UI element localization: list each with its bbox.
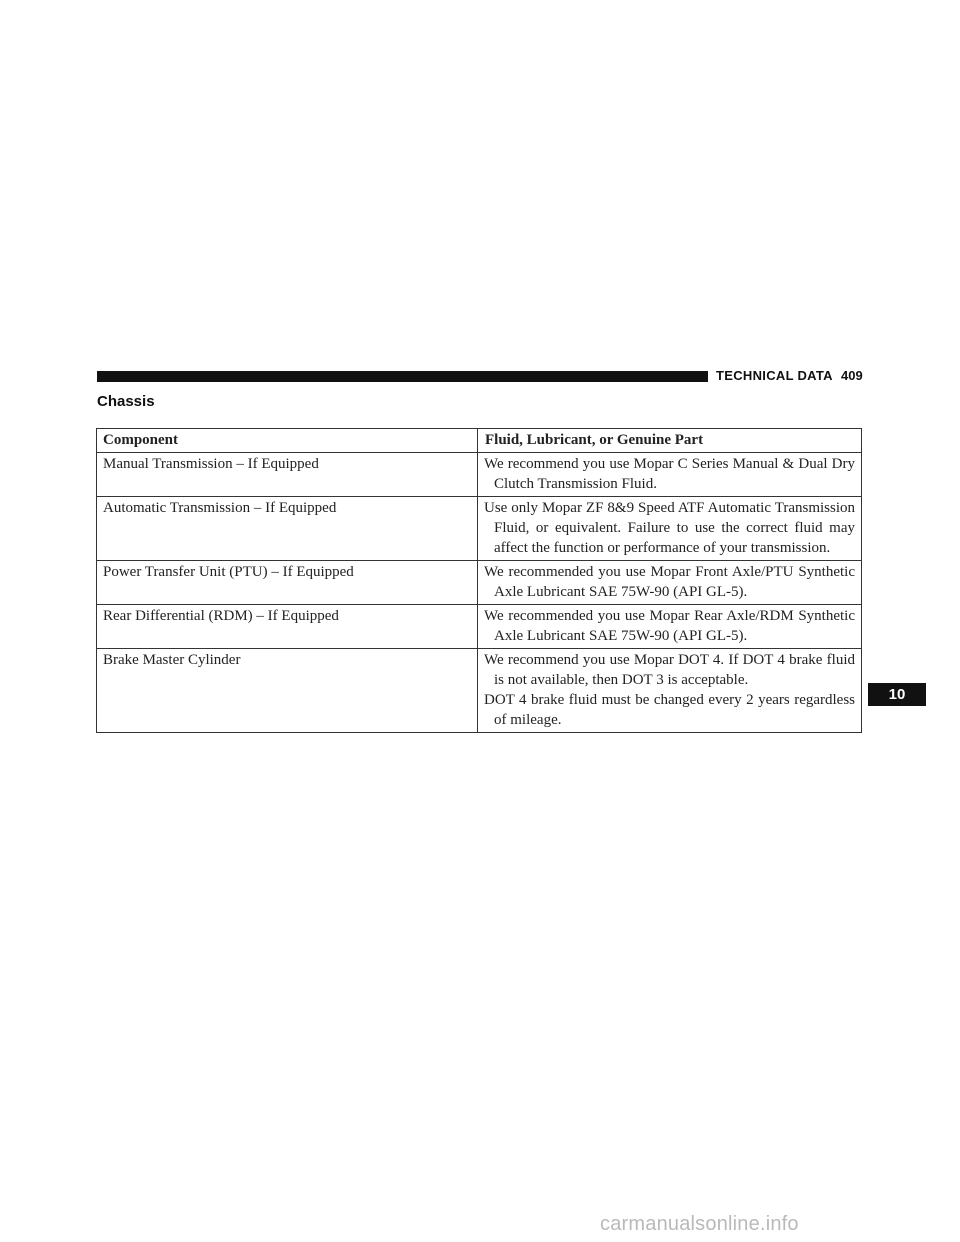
fluid-text: We recommended you use Mopar Rear Axle/R… xyxy=(484,608,855,644)
fluid-cell: We recommend you use Mopar C Series Manu… xyxy=(477,452,862,497)
table-row: Brake Master Cylinder We recommend you u… xyxy=(96,648,862,733)
column-header-component: Component xyxy=(96,428,478,453)
fluid-text: We recommended you use Mopar Front Axle/… xyxy=(484,564,855,600)
chapter-tab: 10 xyxy=(868,683,926,706)
section-title: Chassis xyxy=(97,393,155,410)
table-header-row: Component Fluid, Lubricant, or Genuine P… xyxy=(96,428,862,453)
header-rule xyxy=(97,371,708,382)
running-header-title: TECHNICAL DATA xyxy=(716,368,833,383)
fluid-cell: Use only Mopar ZF 8&9 Speed ATF Automati… xyxy=(477,496,862,561)
table-row: Power Transfer Unit (PTU) – If Equipped … xyxy=(96,560,862,605)
fluids-table: Component Fluid, Lubricant, or Genuine P… xyxy=(96,428,862,733)
page-number: 409 xyxy=(841,368,863,383)
watermark-text: carmanualsonline.info xyxy=(600,1213,799,1235)
column-header-fluid: Fluid, Lubricant, or Genuine Part xyxy=(477,428,862,453)
fluid-cell: We recommend you use Mopar DOT 4. If DOT… xyxy=(477,648,862,733)
table-row: Manual Transmission – If Equipped We rec… xyxy=(96,452,862,497)
fluid-text: DOT 4 brake fluid must be changed every … xyxy=(484,692,855,728)
fluid-cell: We recommended you use Mopar Rear Axle/R… xyxy=(477,604,862,649)
component-cell: Power Transfer Unit (PTU) – If Equipped xyxy=(96,560,478,605)
fluid-text: We recommend you use Mopar DOT 4. If DOT… xyxy=(484,652,855,688)
table-row: Rear Differential (RDM) – If Equipped We… xyxy=(96,604,862,649)
fluid-text: We recommend you use Mopar C Series Manu… xyxy=(484,456,855,492)
component-cell: Manual Transmission – If Equipped xyxy=(96,452,478,497)
fluid-text: Use only Mopar ZF 8&9 Speed ATF Automati… xyxy=(484,500,855,556)
table-row: Automatic Transmission – If Equipped Use… xyxy=(96,496,862,561)
fluid-cell: We recommended you use Mopar Front Axle/… xyxy=(477,560,862,605)
component-cell: Brake Master Cylinder xyxy=(96,648,478,733)
component-cell: Automatic Transmission – If Equipped xyxy=(96,496,478,561)
component-cell: Rear Differential (RDM) – If Equipped xyxy=(96,604,478,649)
